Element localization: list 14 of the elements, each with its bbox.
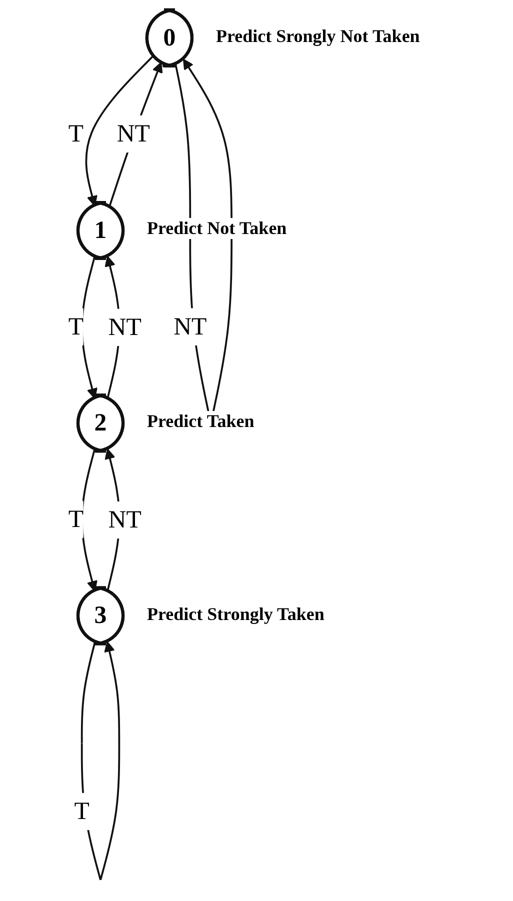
- edge-label: T: [68, 500, 84, 538]
- state-ellipse: 1: [76, 200, 125, 260]
- arrow: [108, 62, 163, 208]
- edge-label: T: [74, 792, 90, 830]
- edge-label: NT: [108, 501, 142, 539]
- state-ellipse: 0: [145, 8, 194, 68]
- state-ellipse: 3: [76, 586, 125, 646]
- edge-label: T: [68, 308, 84, 346]
- edge-label: NT: [116, 115, 150, 153]
- arrow: [85, 55, 154, 206]
- edge-label: NT: [108, 308, 142, 346]
- edge-label: NT: [174, 308, 207, 346]
- state-ellipse: 2: [76, 394, 125, 453]
- state-caption: Predict Not Taken: [147, 218, 287, 240]
